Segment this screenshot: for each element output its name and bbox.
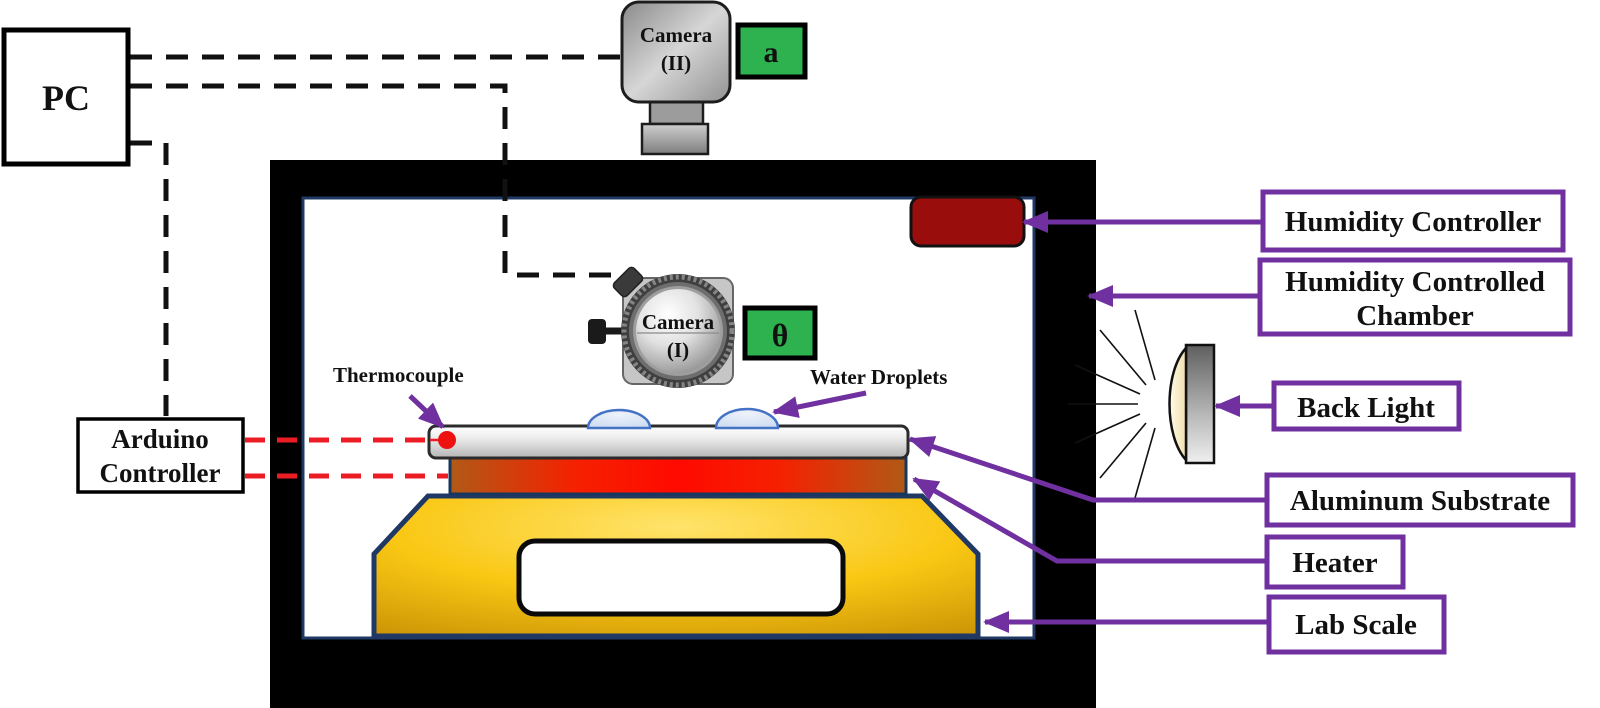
callout-lab-scale: Lab Scale [1266,594,1447,655]
callout-humidity-controlled-chamber: Humidity Controlled Chamber [1257,257,1573,337]
callout-humidity-controller: Humidity Controller [1260,189,1566,253]
callout-label-line1: Humidity Controlled [1285,266,1545,298]
wire-pc-arduino [130,140,169,416]
arduino-label-line2: Controller [100,458,221,488]
arduino-outline [76,417,245,494]
back-light-device [1068,309,1216,499]
callout-label: Back Light [1297,392,1435,424]
badge-theta-label: θ [772,317,789,353]
heater-bar [448,456,908,496]
badge-a-box [735,22,808,80]
water-droplet-left [586,408,652,430]
back-light-lens [1168,344,1188,464]
pc-wires [130,54,620,416]
connector-heater [912,476,1267,564]
callout-label: Humidity Controller [1285,206,1542,238]
callout-box [1264,472,1576,528]
arduino-label-line1: Arduino [111,424,209,454]
water-droplet-right [714,407,780,430]
camera-1-label-line1: Camera [642,310,715,334]
callout-box [1264,534,1406,590]
aluminum-substrate-bar [427,424,910,460]
callout-label: Lab Scale [1295,609,1417,641]
camera-2-label-line1: Camera [640,23,713,47]
light-ray [1099,329,1147,386]
connector-thermocouple [408,394,445,429]
thermocouple-label: Thermocouple [333,363,464,387]
arduino-wires [245,437,448,479]
light-ray [1074,364,1141,395]
connector-aluminum-substrate [908,436,1267,503]
lab-scale-display [516,538,846,617]
badge-theta-box [742,305,818,361]
camera-2-label-line2: (II) [661,51,691,75]
badge-a-label: a [764,36,779,69]
humidity-controller-device [909,195,1026,248]
arduino-box: Arduino Controller [76,417,245,494]
badge-a: a [735,22,808,80]
light-ray [1074,413,1141,444]
callout-label: Aluminum Substrate [1290,485,1550,517]
badge-theta: θ [742,305,818,361]
camera-1: Camera (I) [588,266,735,388]
camera-1-side-knob [588,319,606,344]
pc-box: PC [1,27,131,167]
connector-water-droplets [772,390,867,418]
water-droplets-label: Water Droplets [810,365,947,389]
light-ray [1134,309,1156,381]
camera-1-lens [636,289,720,373]
callout-back-light: Back Light [1271,380,1462,432]
camera-1-top-knob [612,266,644,298]
callout-box [1257,257,1573,337]
camera-2-mount [640,122,710,156]
camera-1-label-line2: (I) [667,338,689,362]
callout-aluminum-substrate: Aluminum Substrate [1264,472,1576,528]
light-ray [1099,422,1147,479]
camera-1-knurl [621,274,735,388]
callout-box [1260,189,1566,253]
camera-2-body [620,0,732,104]
callout-box [1271,380,1462,432]
light-ray [1134,427,1156,499]
camera-2: Camera (II) [620,0,732,156]
callout-box [1266,594,1447,655]
pc-label: PC [42,78,90,118]
callout-connectors [408,211,1274,633]
pc-outline [1,27,131,167]
camera-2-neck [648,100,705,126]
callout-heater: Heater [1264,534,1406,590]
thermocouple-junction [438,431,456,449]
callout-label-line2: Chamber [1356,300,1474,332]
wire-pc-camera1 [130,83,612,278]
callout-label: Heater [1292,547,1377,579]
back-light-body [1184,343,1216,465]
